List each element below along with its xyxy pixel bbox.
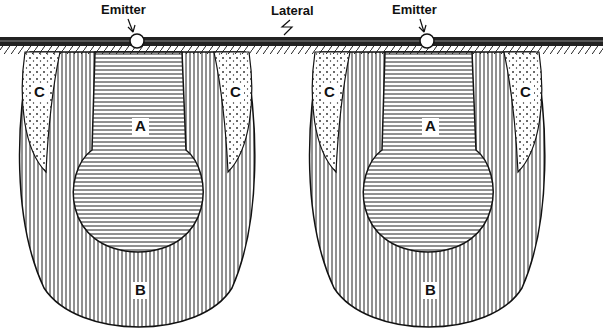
zone-label: C xyxy=(517,84,534,101)
emitter-symbol xyxy=(130,34,144,48)
emitter-label: Emitter xyxy=(392,3,437,17)
leader-lines xyxy=(128,19,426,35)
ground-hatch xyxy=(0,46,603,54)
zone-label: B xyxy=(132,282,149,299)
wetted-bulb xyxy=(310,52,545,327)
zone-label: B xyxy=(422,282,439,299)
lateral-pipe xyxy=(0,37,603,46)
emitter-label: Emitter xyxy=(101,3,146,17)
zone-label: A xyxy=(132,118,149,135)
emitter-symbol xyxy=(420,34,434,48)
zone-label: C xyxy=(321,84,338,101)
zone-label: A xyxy=(422,118,439,135)
lateral-label: Lateral xyxy=(271,4,314,18)
wetted-bulb xyxy=(20,52,255,327)
zone-label: C xyxy=(31,84,48,101)
zone-label: C xyxy=(227,84,244,101)
